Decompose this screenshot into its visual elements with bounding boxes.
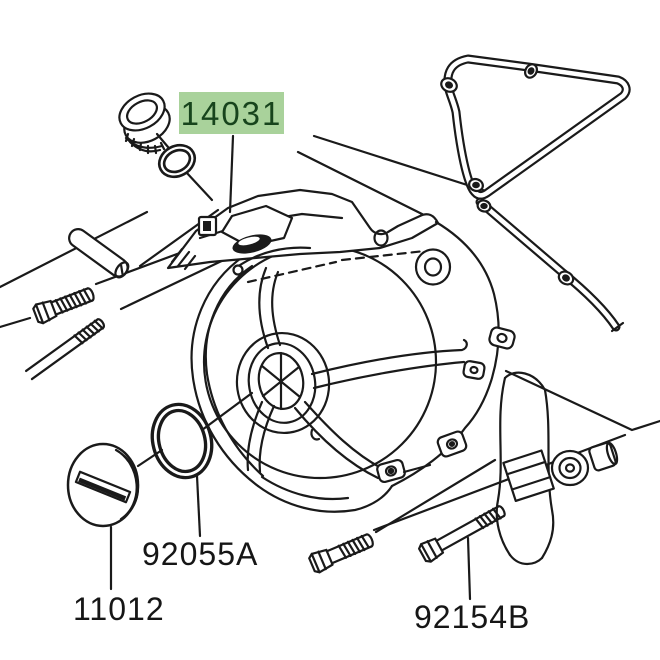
leader-lines: [0, 134, 660, 534]
bottom-long-bolt-drawing: [418, 505, 506, 563]
left-long-bolt-drawing: [24, 318, 106, 381]
part-label-14031[interactable]: 14031: [179, 92, 284, 134]
label-leader-lines: [109, 134, 472, 601]
dowel-pin-drawing: [68, 228, 130, 279]
bottom-short-bolt-drawing: [308, 533, 374, 574]
oil-filler-cap-drawing: [118, 92, 214, 202]
large-o-ring-drawing: [136, 391, 254, 480]
cover-gasket-drawing: [440, 54, 631, 333]
part-label-92055A[interactable]: 92055A: [142, 536, 259, 572]
plug-cap-drawing: [66, 442, 140, 528]
part-label-11012[interactable]: 11012: [73, 591, 165, 627]
left-short-bolt-drawing: [32, 287, 95, 325]
small-o-ring-drawing: [157, 143, 197, 179]
tensioner-detail-drawing: [495, 371, 619, 566]
part-label-92154B[interactable]: 92154B: [414, 599, 531, 635]
engine-cover-drawing: [166, 188, 516, 513]
